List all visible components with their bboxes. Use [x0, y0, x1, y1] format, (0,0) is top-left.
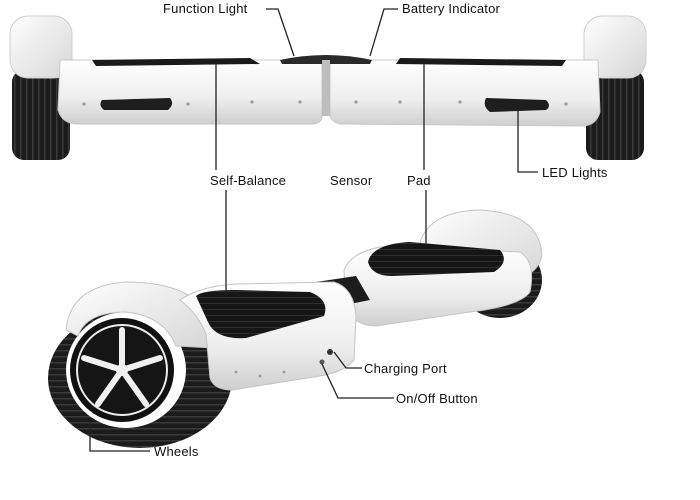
label-self-balance: Self-Balance [210, 173, 286, 188]
label-on-off-button: On/Off Button [396, 391, 478, 406]
body-left-half [58, 60, 322, 124]
body-right-half [330, 60, 600, 126]
hoverboard-perspective-view [48, 210, 542, 448]
led-slot-right [485, 98, 549, 112]
hoverboard-front-view [10, 16, 646, 160]
led-slot-left [100, 98, 172, 110]
label-function-light: Function Light [163, 1, 247, 16]
label-charging-port: Charging Port [364, 361, 447, 376]
leader-function-light [266, 9, 294, 56]
label-sensor: Sensor [330, 173, 372, 188]
charging-port [327, 349, 333, 355]
label-battery-indicator: Battery Indicator [402, 1, 500, 16]
leader-battery-indicator [370, 9, 398, 56]
label-led-lights: LED Lights [542, 165, 608, 180]
label-wheels: Wheels [154, 444, 199, 459]
label-pad: Pad [407, 173, 431, 188]
on-off-button [320, 360, 325, 365]
